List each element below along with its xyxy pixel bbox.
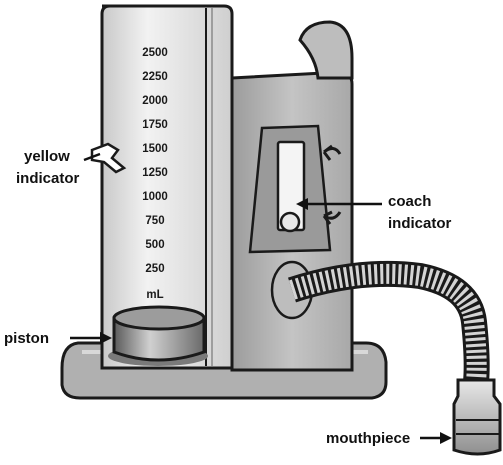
yellow-indicator-pointer: [83, 152, 101, 162]
scale-mark-1250: 1250: [142, 167, 168, 179]
yellow-indicator-slider[interactable]: [90, 142, 127, 174]
scale-mark-1000: 1000: [142, 191, 168, 203]
mouthpiece-label: mouthpiece: [326, 430, 410, 447]
yellow-indicator-label-line1: yellow: [24, 148, 70, 165]
scale-mark-250: 250: [145, 263, 164, 275]
coach-upper-arrow-icon: [322, 144, 342, 161]
device-handle: [298, 20, 354, 80]
scale-mark-2500: 2500: [142, 47, 168, 59]
coach-lower-arrow-icon: [322, 210, 342, 225]
measuring-cylinder: [100, 4, 234, 370]
mouthpiece-arrowhead-icon: [440, 432, 452, 444]
piston-arrowhead-icon: [100, 332, 112, 344]
coach-indicator-label-line1: coach: [388, 193, 431, 210]
breathing-tube-fill: [288, 263, 487, 383]
scale-mark-2000: 2000: [142, 95, 168, 107]
piston-top: [112, 305, 206, 331]
scale-unit: mL: [146, 289, 163, 301]
scale-mark-1750: 1750: [142, 119, 168, 131]
scale-mark-750: 750: [145, 215, 164, 227]
volume-scale: 2500 2250 2000 1750 1500 1250 1000 750 5…: [142, 47, 168, 301]
piston-label: piston: [4, 330, 49, 347]
yellow-indicator-label-line2: indicator: [16, 170, 80, 187]
scale-mark-1500: 1500: [142, 143, 168, 155]
coach-ball: [279, 211, 301, 233]
scale-mark-500: 500: [145, 239, 164, 251]
mouthpiece-body: [452, 378, 502, 456]
callout-arrows: [70, 152, 452, 444]
scale-mark-2250: 2250: [142, 71, 168, 83]
coach-indicator-arrowhead-icon: [296, 198, 308, 210]
coach-indicator-label-line2: indicator: [388, 215, 452, 232]
